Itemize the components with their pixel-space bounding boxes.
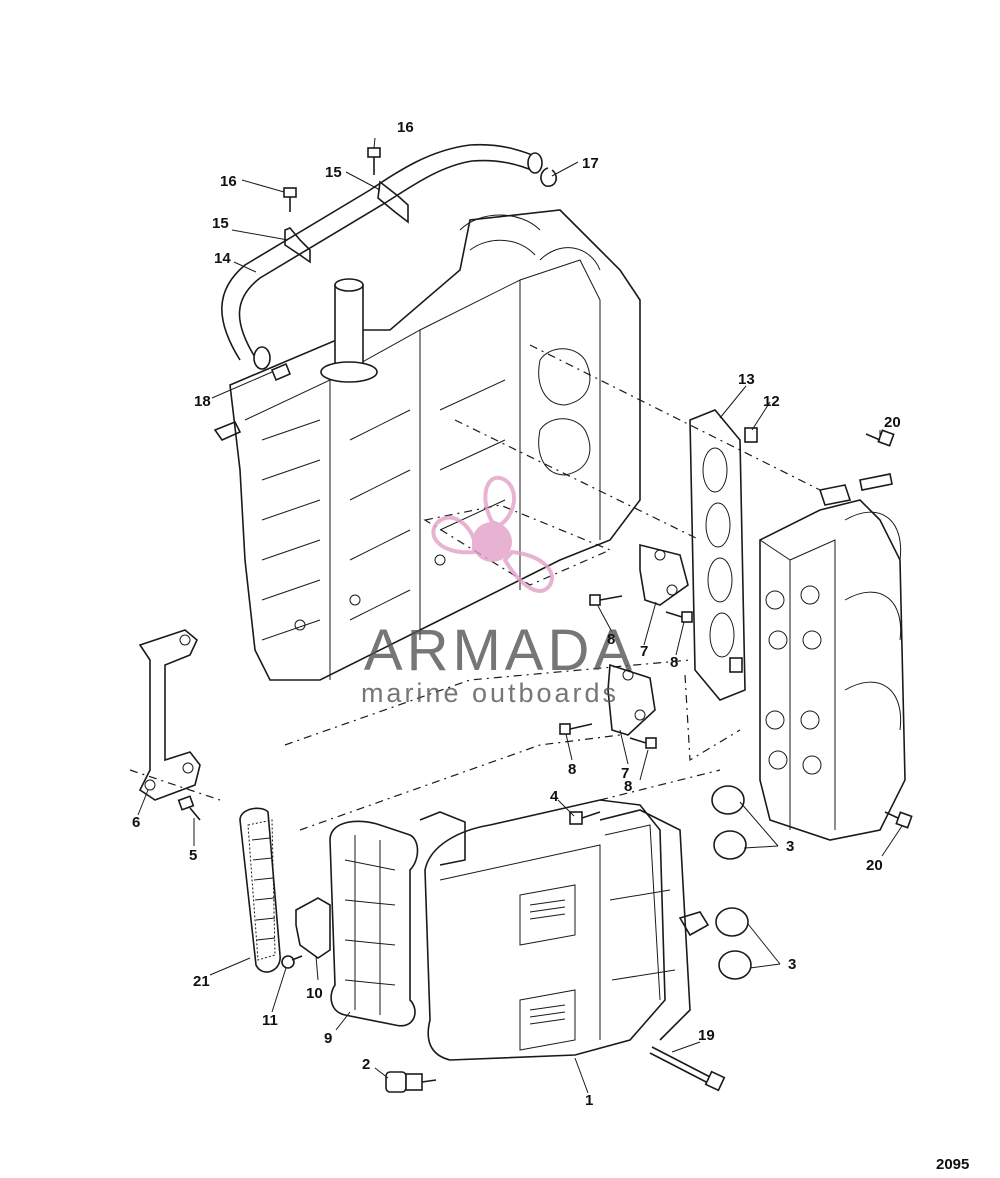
callout-17: 17	[582, 155, 599, 172]
callout-20b: 20	[866, 857, 883, 874]
hose-clip-15	[284, 180, 409, 264]
bolt-20	[865, 429, 913, 829]
callout-3a: 3	[786, 838, 794, 855]
bracket-10	[295, 897, 331, 959]
callout-15a: 15	[325, 164, 342, 181]
callout-2: 2	[362, 1056, 370, 1073]
o-ring-3	[711, 785, 752, 980]
callout-11: 11	[262, 1012, 278, 1029]
callout-8c: 8	[568, 761, 576, 778]
hose-14	[221, 143, 543, 370]
callout-1: 1	[585, 1092, 593, 1109]
callout-labels: 16 16 15 15 14 17 18 13 12 20 20 3 3 8 7…	[132, 119, 901, 1109]
callout-20a: 20	[884, 414, 901, 431]
screw-11	[281, 955, 303, 969]
callout-8b: 8	[670, 654, 678, 671]
watermark: ARMADA marine outboards	[361, 475, 636, 708]
callout-12: 12	[763, 393, 780, 410]
sensor-2	[385, 1071, 437, 1093]
callout-19: 19	[698, 1027, 715, 1044]
intake-plenum-1	[419, 799, 710, 1061]
hose-clamp-17	[540, 167, 558, 187]
assembly-lines	[129, 344, 821, 831]
throttle-body-assembly	[759, 473, 906, 841]
callout-14: 14	[214, 250, 231, 267]
figure-number: 2095	[936, 1156, 970, 1173]
callout-16b: 16	[220, 173, 237, 190]
dowel-12b	[729, 657, 743, 673]
callout-10: 10	[306, 985, 323, 1002]
bracket-7	[607, 543, 689, 736]
silencer-9	[329, 820, 419, 1027]
filter-screen-21	[239, 807, 281, 973]
watermark-brand: ARMADA	[364, 618, 636, 683]
bolt-4	[569, 811, 601, 825]
propeller-logo-icon	[431, 475, 554, 593]
callout-21: 21	[193, 973, 210, 990]
engine-block	[213, 209, 641, 681]
callout-7b: 7	[621, 765, 629, 782]
callout-8d: 8	[624, 778, 632, 795]
callout-5: 5	[189, 847, 197, 864]
callout-9: 9	[324, 1030, 332, 1047]
callout-6: 6	[132, 814, 140, 831]
callout-18: 18	[194, 393, 211, 410]
leader-lines	[137, 137, 903, 1094]
bolt-8	[559, 594, 693, 749]
callout-3b: 3	[788, 956, 796, 973]
dowel-12	[744, 427, 758, 443]
callout-4: 4	[550, 788, 559, 805]
callout-7a: 7	[640, 643, 648, 660]
callout-8a: 8	[607, 631, 615, 648]
callout-15b: 15	[212, 215, 229, 232]
bolt-19	[649, 1046, 726, 1092]
gasket-outline	[423, 504, 612, 586]
watermark-tagline: marine outboards	[361, 678, 619, 708]
bolt-5	[177, 795, 201, 821]
bracket-6	[138, 629, 201, 801]
callout-16a: 16	[397, 119, 414, 136]
callout-13: 13	[738, 371, 755, 388]
intake-gasket-13	[689, 409, 746, 701]
